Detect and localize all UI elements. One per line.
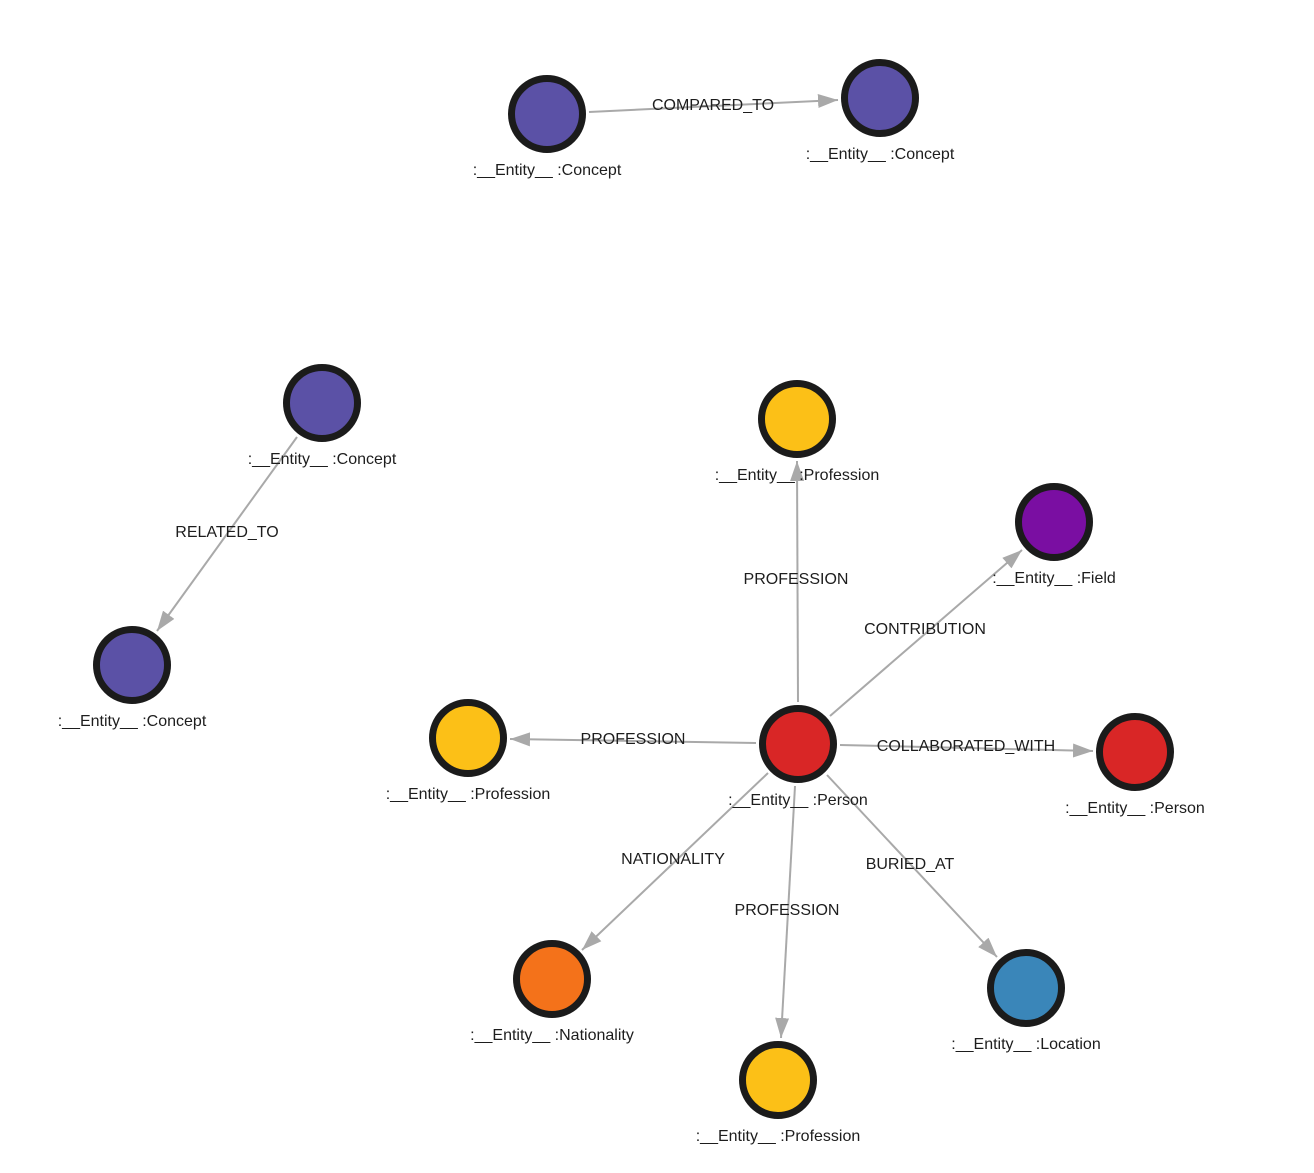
- graph-node-concept-mid[interactable]: :__Entity__ :Concept: [248, 364, 397, 469]
- node-circle-person[interactable]: [759, 705, 837, 783]
- edge-label: COLLABORATED_WITH: [877, 738, 1055, 755]
- node-circle-concept[interactable]: [508, 75, 586, 153]
- node-circle-profession[interactable]: [739, 1041, 817, 1119]
- edge-label: RELATED_TO: [175, 524, 278, 541]
- node-circle-concept[interactable]: [841, 59, 919, 137]
- graph-edge: CONTRIBUTION: [829, 549, 1023, 717]
- graph-edge: PROFESSION: [744, 460, 849, 703]
- graph-edge: RELATED_TO: [156, 436, 298, 632]
- edge-line-profession-top[interactable]: [790, 460, 805, 703]
- graph-edge: NATIONALITY: [581, 772, 769, 951]
- node-circle-profession[interactable]: [429, 699, 507, 777]
- graph-edge: COMPARED_TO: [588, 93, 839, 114]
- node-caption: :__Entity__ :Profession: [715, 467, 880, 484]
- graph-node-field[interactable]: :__Entity__ :Field: [992, 483, 1116, 588]
- edge-line-nationality[interactable]: [581, 772, 769, 951]
- node-caption: :__Entity__ :Profession: [696, 1128, 861, 1145]
- graph-edge: PROFESSION: [735, 785, 840, 1039]
- node-caption: :__Entity__ :Concept: [248, 451, 397, 468]
- node-caption: :__Entity__ :Field: [992, 570, 1116, 587]
- edge-label: CONTRIBUTION: [864, 621, 986, 638]
- node-circle-nationality[interactable]: [513, 940, 591, 1018]
- edge-label: PROFESSION: [744, 571, 849, 588]
- node-caption: :__Entity__ :Location: [951, 1036, 1100, 1053]
- node-caption: :__Entity__ :Concept: [473, 162, 622, 179]
- graph-node-profession-bottom[interactable]: :__Entity__ :Profession: [696, 1041, 861, 1146]
- graph-edge: COLLABORATED_WITH: [839, 738, 1094, 758]
- node-caption: :__Entity__ :Concept: [58, 713, 207, 730]
- edge-line-collaborated-with[interactable]: [839, 743, 1094, 758]
- edge-line-contribution[interactable]: [829, 549, 1023, 717]
- edge-line-profession-left[interactable]: [509, 732, 757, 747]
- node-circle-profession[interactable]: [758, 380, 836, 458]
- edge-label: BURIED_AT: [866, 856, 955, 873]
- edge-label: PROFESSION: [735, 902, 840, 919]
- node-caption: :__Entity__ :Concept: [806, 146, 955, 163]
- graph-nodes: :__Entity__ :Concept :__Entity__ :Concep…: [58, 59, 1205, 1146]
- graph-node-person-center[interactable]: :__Entity__ :Person: [728, 705, 868, 810]
- graph-node-concept-low[interactable]: :__Entity__ :Concept: [58, 626, 207, 731]
- edge-label: NATIONALITY: [621, 851, 725, 868]
- graph-node-concept-top-right[interactable]: :__Entity__ :Concept: [806, 59, 955, 164]
- graph-edge: PROFESSION: [509, 731, 757, 748]
- graph-node-person-right[interactable]: :__Entity__ :Person: [1065, 713, 1205, 818]
- node-circle-person[interactable]: [1096, 713, 1174, 791]
- node-caption: :__Entity__ :Nationality: [470, 1027, 634, 1044]
- node-caption: :__Entity__ :Profession: [386, 786, 551, 803]
- edge-label: PROFESSION: [581, 731, 686, 748]
- edge-line-compared-to[interactable]: [588, 93, 839, 113]
- node-caption: :__Entity__ :Person: [728, 792, 868, 809]
- graph-node-location[interactable]: :__Entity__ :Location: [951, 949, 1101, 1054]
- node-circle-location[interactable]: [987, 949, 1065, 1027]
- node-circle-concept[interactable]: [283, 364, 361, 442]
- edge-line-related-to[interactable]: [156, 436, 298, 632]
- node-circle-field[interactable]: [1015, 483, 1093, 561]
- graph-edges: COMPARED_TO RELATED_TO PROFESSION CONTRI…: [156, 93, 1094, 1039]
- graph-node-concept-top-left[interactable]: :__Entity__ :Concept: [473, 75, 622, 180]
- graph-node-profession-left[interactable]: :__Entity__ :Profession: [386, 699, 551, 804]
- edge-line-profession-bottom[interactable]: [775, 785, 796, 1039]
- graph-node-profession-top[interactable]: :__Entity__ :Profession: [715, 380, 880, 485]
- node-caption: :__Entity__ :Person: [1065, 800, 1205, 817]
- node-circle-concept[interactable]: [93, 626, 171, 704]
- graph-node-nationality[interactable]: :__Entity__ :Nationality: [470, 940, 634, 1045]
- graph-edge: BURIED_AT: [826, 774, 998, 958]
- edge-line-buried-at[interactable]: [826, 774, 998, 958]
- edge-label: COMPARED_TO: [652, 97, 774, 114]
